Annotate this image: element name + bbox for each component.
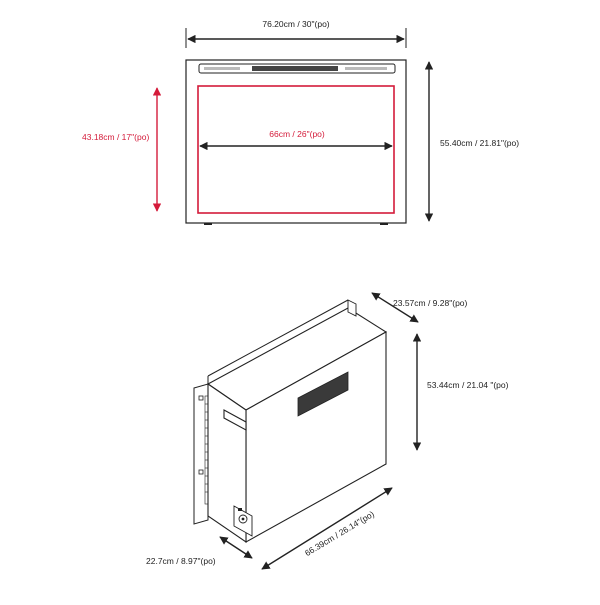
body-width-label: 66.39cm / 26.14"(po) bbox=[303, 509, 376, 558]
body-width-arrow bbox=[261, 487, 393, 570]
top-vent-slots bbox=[252, 66, 338, 71]
top-depth-label: 23.57cm / 9.28"(po) bbox=[393, 298, 468, 308]
left-foot bbox=[204, 223, 212, 225]
back-top-strip bbox=[347, 299, 357, 317]
top-depth-arrow bbox=[371, 292, 419, 323]
bottom-depth-arrow bbox=[219, 536, 253, 559]
front-handle bbox=[223, 409, 247, 431]
viewing-width-label: 66cm / 26"(po) bbox=[269, 129, 325, 139]
mounting-flange bbox=[193, 383, 209, 525]
side-vent bbox=[297, 371, 349, 417]
viewing-area bbox=[197, 85, 395, 214]
viewing-height-label: 43.18cm / 17"(po) bbox=[82, 132, 149, 142]
right-foot bbox=[380, 223, 388, 225]
fireplace-frame bbox=[185, 59, 407, 224]
top-vent-light-right bbox=[345, 67, 387, 70]
top-vent-light bbox=[204, 67, 240, 70]
body-height-label: 53.44cm / 21.04 "(po) bbox=[427, 380, 509, 390]
overall-height-label: 55.40cm / 21.81"(po) bbox=[440, 138, 519, 148]
front-view: 76.20cm / 30"(po) 55.40cm / 21.81"(po) 6… bbox=[82, 19, 519, 225]
overall-width-label: 76.20cm / 30"(po) bbox=[262, 19, 329, 29]
bottom-depth-label: 22.7cm / 8.97"(po) bbox=[146, 556, 216, 566]
side-view: 23.57cm / 9.28"(po) 53.44cm / 21.04 "(po… bbox=[146, 292, 509, 570]
